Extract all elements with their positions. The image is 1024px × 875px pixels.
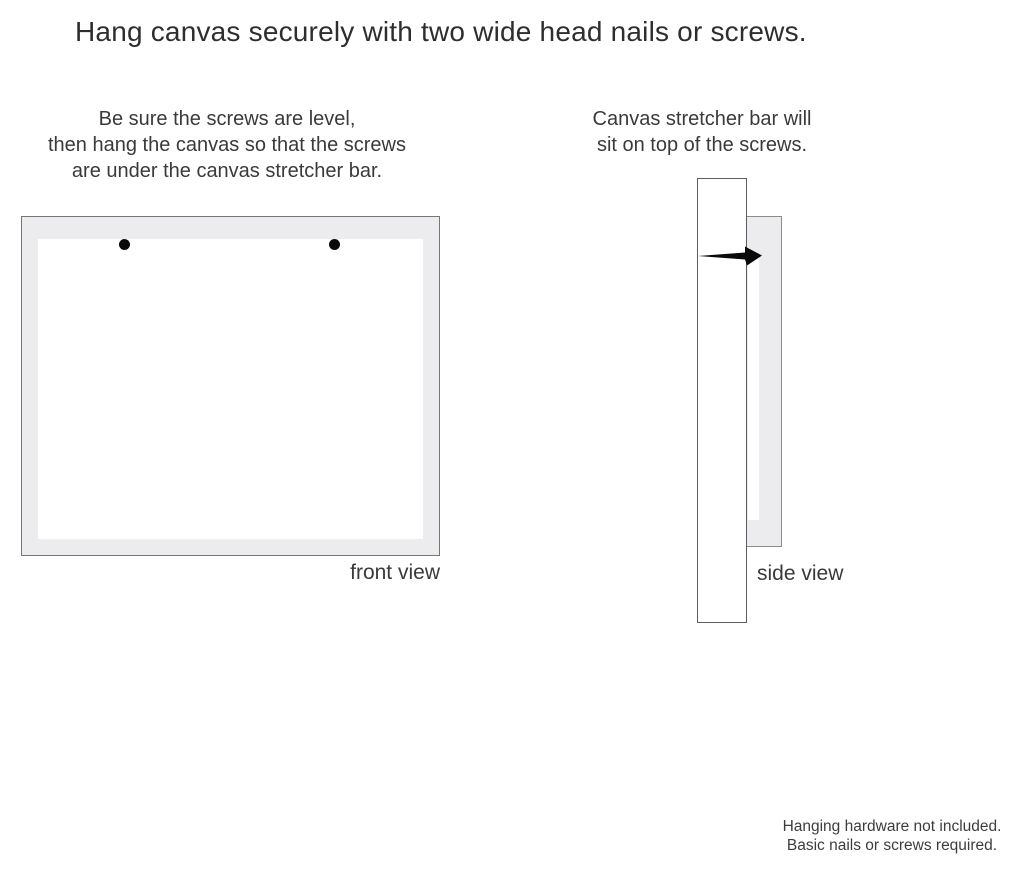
side-view-stretcher-bar — [697, 178, 747, 623]
page-title: Hang canvas securely with two wide head … — [75, 16, 807, 47]
screw-dot-left — [119, 239, 130, 250]
instruction-line: Canvas stretcher bar will — [592, 108, 812, 130]
screw-dot-right — [329, 239, 340, 250]
instruction-front-hanging: Be sure the screws are level, then hang … — [37, 106, 417, 184]
footnote-line: Hanging hardware not included. — [782, 818, 1002, 835]
side-view-canvas-inner — [748, 256, 759, 520]
footnote-line: Basic nails or screws required. — [786, 836, 998, 854]
nail-icon — [698, 246, 762, 266]
instruction-line: sit on top of the screws. — [596, 134, 808, 156]
front-view-canvas-inner — [38, 239, 423, 539]
instruction-line: Be sure the screws are level, — [98, 108, 356, 130]
instruction-line: are under the canvas stretcher bar. — [71, 160, 383, 182]
instruction-line: then hang the canvas so that the screws — [48, 134, 406, 156]
front-view-label: front view — [350, 561, 440, 584]
side-view-label: side view — [757, 562, 844, 585]
instruction-stretcher-bar: Canvas stretcher bar will sit on top of … — [562, 106, 842, 158]
front-view-canvas-frame — [21, 216, 440, 556]
hardware-footnote: Hanging hardware not included. Basic nai… — [758, 818, 1024, 855]
nail-shape — [698, 246, 762, 266]
